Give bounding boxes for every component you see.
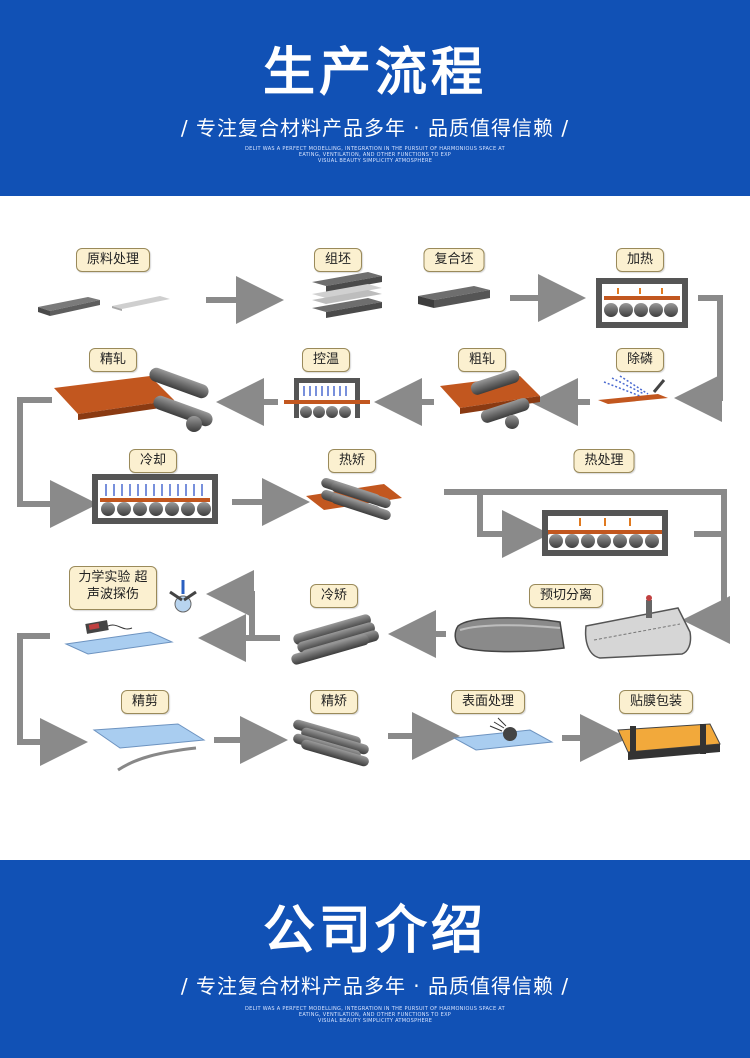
step-label-fine-straightening: 精矫 [309,690,359,714]
fine-print: DELIT WAS A PERFECT MODELLING, INTEGRATI… [0,146,750,164]
section-subtitle: / 专注复合材料产品多年 · 品质值得信赖 / [180,974,570,998]
fine-print: DELIT WAS A PERFECT MODELLING, INTEGRATI… [0,1006,750,1024]
page-subtitle: / 专注复合材料产品多年 · 品质值得信赖 / [180,116,570,140]
separated-plate-graphic [454,617,565,653]
footer-banner: 公司介绍 / 专注复合材料产品多年 · 品质值得信赖 / DELIT WAS A… [0,860,750,1058]
raw-material-graphic [38,296,170,316]
surface-treatment-graphic [452,717,554,751]
fine-print-line: DELIT WAS A PERFECT MODELLING, INTEGRATI… [245,146,505,152]
step-label-rough-rolling: 粗轧 [457,348,507,372]
section-title: 公司介绍 [262,901,487,961]
heat-treatment-graphic [542,510,668,556]
flow-arrow [17,397,98,528]
fine-print-line: VISUAL BEAUTY SIMPLICITY ATMOSPHERE [317,1018,433,1024]
step-label-testing: 力学实验 超声波探伤 [69,566,157,610]
blank-assembly-graphic [312,272,382,318]
flow-arrow [674,295,723,422]
step-label-finish-rolling: 精轧 [88,348,138,372]
step-label-packaging: 贴膜包装 [618,690,694,714]
finish-rolling-graphic [54,367,213,432]
step-label-heat-treatment: 热处理 [573,449,635,473]
flow-arrow [17,633,88,766]
pre-cutting-graphic [584,595,692,659]
process-graphics [17,272,730,772]
rough-rolling-graphic [440,370,540,429]
temperature-control-graphic [284,378,370,418]
fine-print-line: EATING, VENTILATION, AND OTHER FUNCTIONS… [298,1012,452,1018]
heating-furnace-graphic [596,278,688,328]
process-diagram: 原料处理 组坯 复合坯 加热 除磷 粗轧 控温 精轧 冷却 热矫 热处理 力学实… [0,196,750,860]
step-label-fine-shearing: 精剪 [120,690,170,714]
mechanical-test-graphic [169,580,197,613]
fine-print-line: DELIT WAS A PERFECT MODELLING, INTEGRATI… [245,1006,505,1012]
flow-arrow [206,570,255,638]
fine-straightening-graphic [293,719,369,767]
cold-straightening-graphic [291,614,379,665]
step-label-pre-cutting: 预切分离 [528,584,604,608]
step-label-surface-treatment: 表面处理 [450,690,526,714]
descaling-graphic [598,375,668,404]
header-banner: 生产流程 / 专注复合材料产品多年 · 品质值得信赖 / DELIT WAS A… [0,0,750,196]
packaging-graphic [617,723,721,760]
composite-blank-graphic [418,286,490,308]
ultrasonic-test-graphic [64,620,174,655]
step-label-descaling: 除磷 [615,348,665,372]
step-label-blank-assembly: 组坯 [313,248,363,272]
step-label-raw-material: 原料处理 [75,248,151,272]
fine-shearing-graphic [92,723,206,772]
step-label-temperature-control: 控温 [301,348,351,372]
cooling-graphic [92,474,218,524]
step-label-cooling: 冷却 [128,449,178,473]
step-label-composite-blank: 复合坯 [423,248,485,272]
flow-arrow [477,492,550,558]
fine-print-line: VISUAL BEAUTY SIMPLICITY ATMOSPHERE [317,158,433,164]
flow-arrow [444,489,730,644]
hot-straightening-graphic [306,477,402,521]
step-label-heating: 加热 [615,248,665,272]
fine-print-line: EATING, VENTILATION, AND OTHER FUNCTIONS… [298,152,452,158]
page-title: 生产流程 [262,43,487,103]
step-label-hot-straightening: 热矫 [327,449,377,473]
step-label-cold-straightening: 冷矫 [309,584,359,608]
